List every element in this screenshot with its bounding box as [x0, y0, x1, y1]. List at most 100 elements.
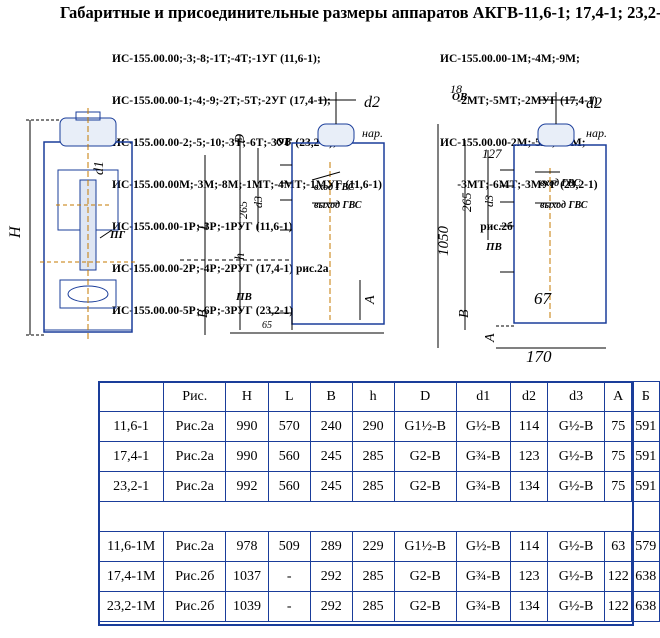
- table-header: [97, 381, 165, 412]
- table-cell: G2-В: [393, 561, 457, 592]
- label-nap-2b: нар.: [586, 126, 607, 140]
- dim-127: 127: [482, 146, 502, 161]
- dim-d1: d1: [92, 161, 107, 175]
- table-cell: 23,2-1: [97, 471, 165, 502]
- code-line: ИС-155.00.00М;-3М;-8М;-1МТ;-4МТ;-1МУГ (1…: [112, 179, 382, 191]
- table-cell: G2-В: [393, 591, 457, 622]
- table-cell: 570: [267, 411, 311, 442]
- table-cell: 285: [351, 441, 395, 472]
- table-cell: -: [267, 591, 311, 622]
- table-cell: 75: [604, 471, 633, 502]
- table-cell: 11,6-1М: [97, 531, 165, 562]
- table-cell: G¾-В: [455, 591, 511, 622]
- table-cell: 560: [267, 471, 311, 502]
- table-header: d2: [509, 381, 549, 412]
- table-header: d1: [455, 381, 511, 412]
- label-pv: ПВ: [235, 291, 252, 303]
- table-cell: 1039: [225, 591, 269, 622]
- code-line: -3МТ;-6МТ;-3МУГ (23,2-1): [440, 179, 598, 191]
- label-out-gvs-2b: выход ГВС: [540, 200, 588, 211]
- table-cell: G½-В: [547, 561, 606, 592]
- label-pg: ПГ: [109, 229, 126, 241]
- table-cell: 134: [509, 471, 549, 502]
- code-line: -2МТ;-5МТ;-2МУГ (17,4-1): [440, 95, 598, 107]
- table-cell: 560: [267, 441, 311, 472]
- table-cell: G2-В: [393, 441, 457, 472]
- table-cell: G½-В: [547, 531, 606, 562]
- table-cell: 509: [267, 531, 311, 562]
- table-cell: 17,4-1М: [97, 561, 165, 592]
- table-cell: 591: [631, 411, 660, 442]
- table-cell: Рис.2а: [163, 441, 227, 472]
- code-line: ИС-155.00.00-2Р;-4Р;-2РУГ (17,4-1) рис.2…: [112, 263, 329, 275]
- table-cell: G½-В: [547, 441, 606, 472]
- side-view-2b: [437, 92, 607, 349]
- table-header: D: [393, 381, 457, 412]
- table-cell: 579: [631, 531, 660, 562]
- dim-d2-2b: d2: [586, 95, 602, 112]
- label-out-gvs: выход ГВС: [314, 200, 362, 211]
- dim-H: H: [7, 225, 24, 239]
- table-header: Рис.: [163, 381, 227, 412]
- table-cell: 245: [309, 471, 353, 502]
- table-cell: 122: [604, 561, 633, 592]
- page-title: Габаритные и присоединительные размеры а…: [60, 3, 660, 22]
- table-spacer-row: [98, 501, 660, 532]
- table-cell: G½-В: [547, 591, 606, 622]
- code-line: ИС-155.00.00-5Р;-6Р;-3РУГ (23,2-1): [112, 305, 294, 317]
- table-row: 17,4-1М Рис.2б 1037 - 292 285 G2-В G¾-В …: [97, 561, 660, 592]
- table-cell: G1½-В: [393, 531, 457, 562]
- table-cell: 114: [509, 411, 549, 442]
- table-cell: 75: [604, 411, 633, 442]
- table-row: 11,6-1 Рис.2а 990 570 240 290 G1½-В G½-В…: [97, 411, 660, 442]
- table-cell: 1037: [225, 561, 269, 592]
- table-cell: 591: [631, 471, 660, 502]
- table-cell: G2-В: [393, 471, 457, 502]
- table-cell: 290: [351, 411, 395, 442]
- table-cell: Рис.2а: [163, 471, 227, 502]
- label-pv-2b: ПВ: [485, 241, 502, 253]
- table-cell: 638: [631, 591, 660, 622]
- table-row: 23,2-1М Рис.2б 1039 - 292 285 G2-В G¾-В …: [97, 591, 660, 622]
- label-ov-2b: ОВ: [452, 91, 467, 103]
- table-cell: 292: [309, 591, 353, 622]
- dim-65: 65: [262, 320, 272, 331]
- table-header: d3: [547, 381, 606, 412]
- table-cell: Рис.2а: [163, 531, 227, 562]
- table-cell: 285: [351, 471, 395, 502]
- table-cell: G½-В: [547, 471, 606, 502]
- table-cell: 992: [225, 471, 269, 502]
- table-row: 23,2-1 Рис.2а 992 560 245 285 G2-В G¾-В …: [97, 471, 660, 502]
- dim-d1-2b: d3: [482, 195, 496, 207]
- dim-1050: 1050: [436, 226, 452, 257]
- dim-B-2b: B: [457, 309, 472, 318]
- table-cell: 292: [309, 561, 353, 592]
- dim-265: 265: [236, 201, 250, 219]
- table-cell: G½-В: [547, 411, 606, 442]
- dim-d3: d3: [251, 196, 265, 208]
- table-cell: 11,6-1: [97, 411, 165, 442]
- label-nap: нар.: [362, 126, 383, 140]
- table-header: Б: [631, 381, 660, 412]
- table-cell: -: [267, 561, 311, 592]
- table-cell: G¾-В: [455, 441, 511, 472]
- table-cell: Рис.2б: [163, 561, 227, 592]
- table-header: H: [225, 381, 269, 412]
- table-cell: 289: [309, 531, 353, 562]
- table-cell: G¾-В: [455, 561, 511, 592]
- dim-B: B: [196, 309, 211, 318]
- table-cell: 75: [604, 441, 633, 472]
- dimensions-table: Рис. H L B h D d1 d2 d3 A Б 11,6-1 Рис.2…: [97, 381, 660, 622]
- dim-67: 67: [534, 289, 553, 308]
- code-line: ИС-155.00.00-1;-4;-9;-2Т;-5Т;-2УГ (17,4-…: [112, 95, 331, 107]
- table-cell: 245: [309, 441, 353, 472]
- code-line: ИС-155.00.00;-3;-8;-1Т;-4Т;-1УГ (11,6-1)…: [112, 53, 321, 65]
- table-cell: 285: [351, 591, 395, 622]
- table-header: A: [604, 381, 633, 412]
- table-header: B: [309, 381, 353, 412]
- table-cell: 123: [509, 441, 549, 472]
- table-cell: 17,4-1: [97, 441, 165, 472]
- table-cell: 122: [604, 591, 633, 622]
- model-codes-left: ИС-155.00.00;-3;-8;-1Т;-4Т;-1УГ (11,6-1)…: [112, 24, 382, 332]
- table-cell: 63: [604, 531, 633, 562]
